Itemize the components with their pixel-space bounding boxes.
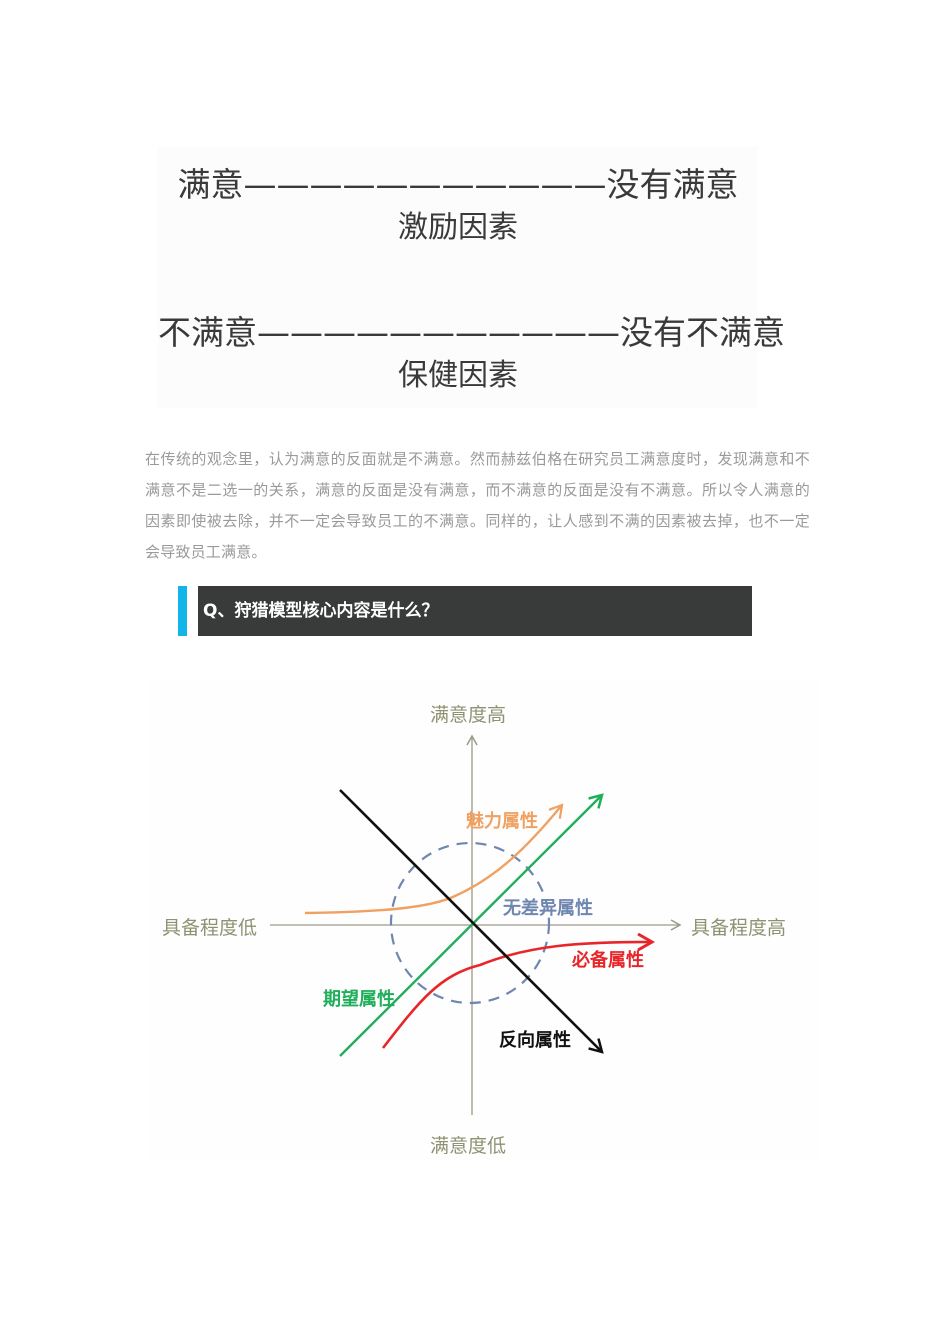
- diagram-graphics: [270, 734, 682, 1115]
- motivator-factor-name: 激励因素: [398, 210, 518, 245]
- indifferent-circle: [389, 841, 551, 1005]
- attractive-attribute-label: 魅力属性: [466, 811, 538, 832]
- body-paragraph: 在传统的观念里，认为满意的反面就是不满意。然而赫兹伯格在研究员工满意度时，发现满…: [145, 450, 810, 561]
- heading-text: Q、狩猎模型核心内容是什么？: [198, 586, 752, 636]
- motivator-scale: 满意———————————没有满意: [158, 158, 758, 206]
- indifferent-attribute-label: 无差异属性: [503, 898, 593, 919]
- hygiene-factor-name: 保健因素: [398, 358, 518, 393]
- attractive-curve: [304, 803, 564, 915]
- hygiene-right-label: 没有不满意: [620, 313, 785, 352]
- hygiene-scale: 不满意———————————没有不满意: [158, 306, 785, 354]
- heading-accent-bar: [178, 586, 187, 636]
- x-axis-left-label: 具备程度低: [162, 917, 258, 939]
- one-dimensional-attribute-label: 期望属性: [323, 989, 395, 1010]
- kano-model-diagram: 满意度高 满意度低 具备程度低 具备程度高 魅力属性 期望属性 必备属性 无差异…: [150, 680, 820, 1160]
- reverse-attribute-label: 反向属性: [499, 1030, 571, 1051]
- y-axis-bottom-label: 满意度低: [430, 1135, 507, 1157]
- factor-comparison-figure: 满意———————————没有满意 激励因素 不满意———————————没有不…: [158, 146, 785, 408]
- question-heading: Q、狩猎模型核心内容是什么？: [178, 586, 752, 636]
- hygiene-left-label: 不满意: [158, 313, 257, 352]
- must-be-curve: [381, 942, 652, 1049]
- y-axis-top-label: 满意度高: [430, 704, 507, 726]
- one-dimensional-line: [339, 795, 602, 1057]
- x-axis-right-label: 具备程度高: [691, 917, 787, 939]
- must-be-attribute-label: 必备属性: [572, 950, 644, 971]
- motivator-left-label: 满意: [177, 165, 244, 204]
- reverse-line: [339, 789, 602, 1052]
- motivator-dashes: ———————————: [243, 165, 607, 204]
- motivator-right-label: 没有满意: [606, 165, 739, 204]
- hygiene-dashes: ———————————: [257, 313, 620, 352]
